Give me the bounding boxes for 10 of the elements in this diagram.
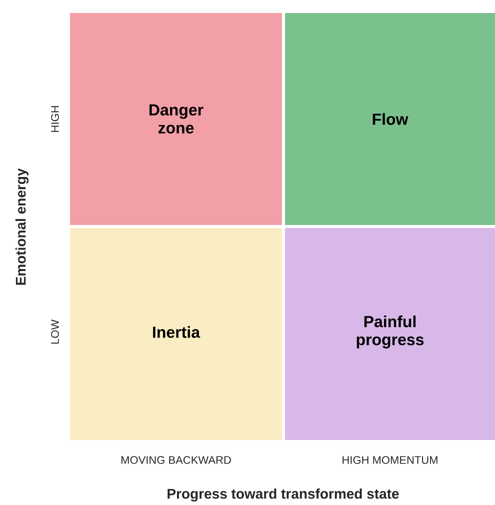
axis-title: Progress toward transformed state	[168, 488, 399, 502]
axis-label: LOW	[51, 320, 59, 344]
quadrant-box: Flow	[285, 13, 495, 225]
axis-label: MOVING BACKWARD	[122, 456, 231, 464]
axis-title: Emotional energy	[15, 168, 29, 285]
quadrant-box: Inertia	[70, 228, 282, 440]
quadrant-box: Danger zone	[70, 13, 282, 225]
axis-label: HIGH MOMENTUM	[342, 456, 438, 464]
quadrant-box: Painful progress	[285, 228, 495, 440]
axis-label: HIGH	[51, 106, 59, 132]
